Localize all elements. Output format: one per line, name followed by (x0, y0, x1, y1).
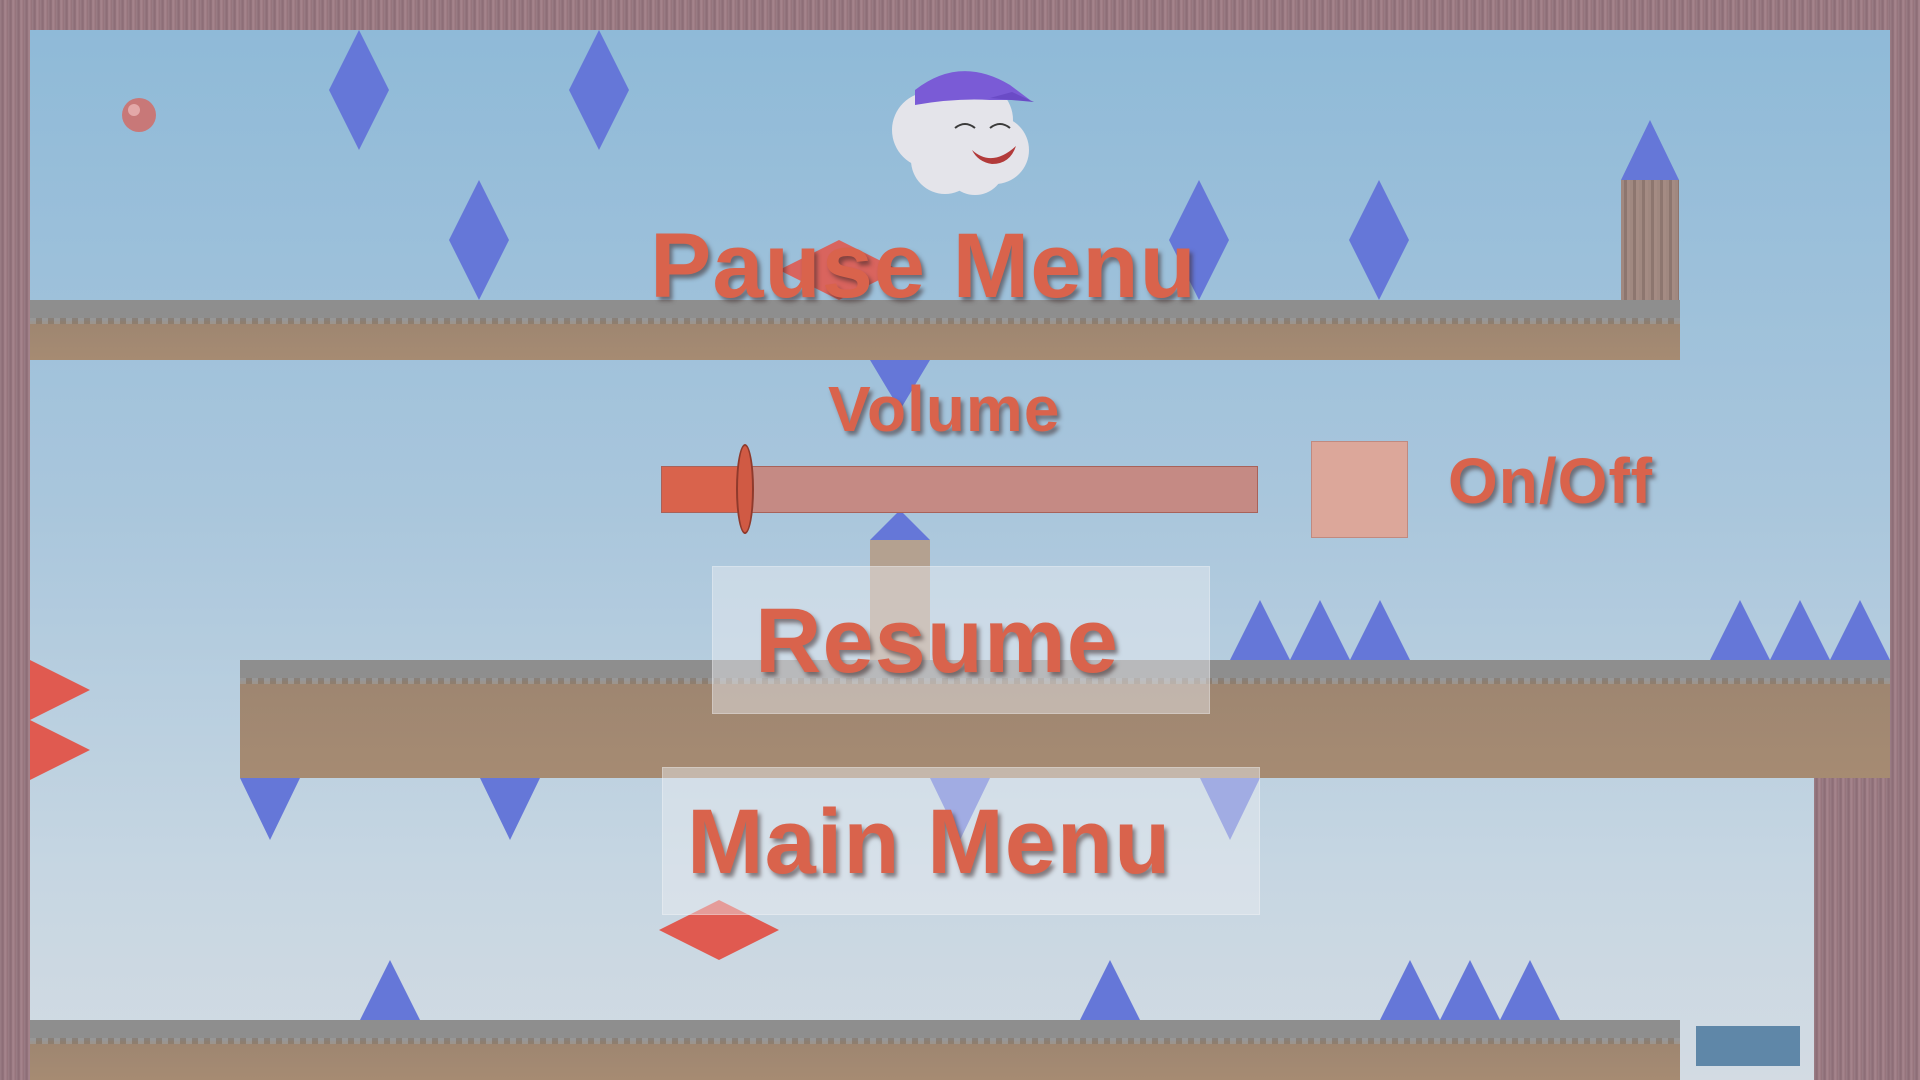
red-wall-spike (30, 720, 90, 780)
platform-middle (240, 660, 1890, 778)
volume-slider-handle[interactable] (735, 444, 754, 534)
blue-spike-up (1230, 600, 1290, 660)
blue-spike-up (1500, 960, 1560, 1020)
blue-spike-down (480, 778, 540, 840)
red-diamond-spike (659, 900, 779, 960)
blue-spike-up (1290, 600, 1350, 660)
platform-bottom (30, 1020, 1680, 1080)
blue-diamond-spike (449, 180, 509, 300)
blue-diamond-spike (329, 30, 389, 150)
volume-toggle-label: On/Off (1448, 445, 1654, 517)
blue-spike-up (870, 510, 930, 540)
blue-spike-down (930, 778, 990, 840)
platform-top (30, 300, 1680, 360)
sky-background (30, 30, 1890, 1080)
blue-spike-up (1380, 960, 1440, 1020)
blue-spike-up (360, 960, 420, 1020)
resume-button[interactable]: Resume (712, 566, 1210, 714)
wall-right (1890, 0, 1920, 1080)
volume-toggle[interactable] (1311, 441, 1408, 538)
red-wall-spike (30, 660, 90, 720)
blue-diamond-spike (1169, 180, 1229, 300)
red-diamond-spike (779, 240, 899, 300)
cloud-with-cap-icon (892, 71, 1034, 195)
resume-button-label: Resume (755, 590, 1119, 692)
volume-slider-fill (662, 467, 746, 512)
blue-spike-up (1440, 960, 1500, 1020)
wall-left (0, 0, 30, 1080)
blue-spike-down (1200, 778, 1260, 840)
blue-spike-up (1350, 600, 1410, 660)
water-pool (1696, 1026, 1800, 1066)
wall-top (0, 0, 1920, 30)
main-menu-button-label: Main Menu (687, 791, 1172, 893)
pillar-center (870, 540, 930, 660)
pause-menu-title: Pause Menu (650, 215, 1197, 317)
blue-spike-up (1710, 600, 1770, 660)
pillar-right (1621, 180, 1679, 300)
blue-diamond-spike (1349, 180, 1409, 300)
wall-notch (1814, 776, 1890, 1080)
blue-spike-up (1770, 600, 1830, 660)
blue-spike-up (1080, 960, 1140, 1020)
pink-orb-icon (122, 98, 156, 132)
volume-label: Volume (828, 373, 1061, 445)
volume-slider[interactable] (661, 466, 1258, 513)
blue-spike-up (1621, 120, 1679, 180)
blue-diamond-spike (569, 30, 629, 150)
blue-spike-up (1830, 600, 1890, 660)
blue-spike-down (240, 778, 300, 840)
main-menu-button[interactable]: Main Menu (662, 767, 1260, 915)
blue-spike-down (870, 360, 930, 410)
